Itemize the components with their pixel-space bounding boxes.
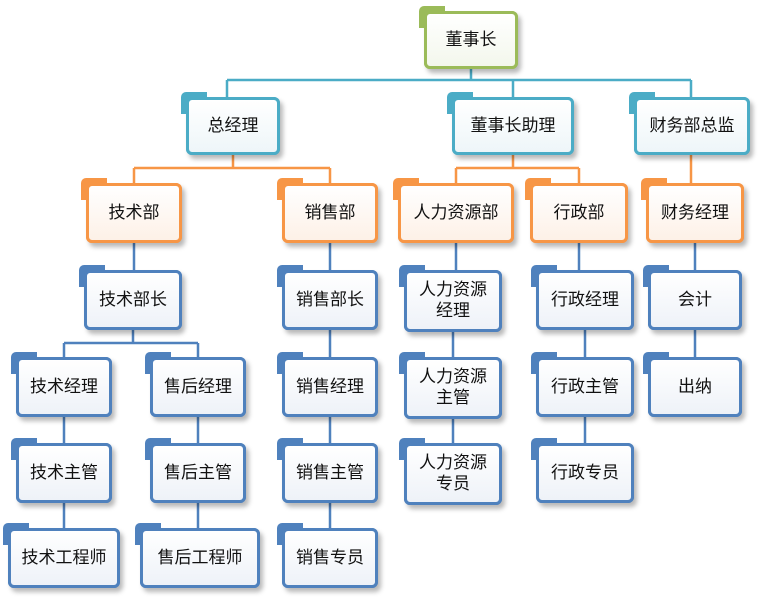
node-label: 行政专员 [551, 462, 619, 483]
node-hr-manager: 人力资源 经理 [399, 265, 502, 332]
node-label: 人力资源 专员 [419, 453, 487, 494]
connector-hr-chain [451, 243, 458, 443]
node-label: 销售主管 [296, 462, 364, 483]
node-label: 人力资源 经理 [419, 280, 487, 321]
node-tech-manager: 技术经理 [11, 352, 112, 417]
node-admin-manager: 行政经理 [531, 265, 634, 330]
node-label: 技术主管 [30, 462, 98, 483]
node-label: 行政主管 [551, 376, 619, 397]
node-label: 销售专员 [296, 547, 364, 568]
connector-assistant [454, 155, 581, 183]
node-aftersales-engineer: 售后工程师 [135, 523, 260, 588]
node-sales-dept: 销售部 [277, 178, 378, 243]
connector-chairman [225, 69, 693, 97]
node-label: 销售部长 [296, 289, 364, 310]
connector-tech-head [62, 330, 200, 357]
node-tech-head: 技术部长 [79, 265, 182, 330]
node-chairman: 董事长 [419, 6, 518, 69]
node-label: 人力资源部 [413, 202, 499, 223]
node-label: 人力资源 主管 [419, 367, 487, 408]
node-tech-supervisor: 技术主管 [11, 438, 112, 503]
node-admin-supervisor: 行政主管 [531, 352, 634, 417]
node-label: 行政经理 [551, 289, 619, 310]
node-label: 技术部 [108, 202, 160, 223]
node-label: 销售经理 [296, 376, 364, 397]
node-label: 董事长助理 [470, 115, 556, 136]
node-label: 财务部总监 [649, 115, 735, 136]
node-admin-specialist: 行政专员 [531, 438, 634, 503]
node-label: 会计 [678, 289, 712, 310]
node-sales-specialist: 销售专员 [277, 523, 378, 588]
node-aftersales-supervisor: 售后主管 [145, 438, 246, 503]
node-label: 技术经理 [30, 376, 98, 397]
node-accountant: 会计 [643, 265, 742, 330]
node-label: 行政部 [553, 202, 605, 223]
node-label: 财务经理 [661, 202, 729, 223]
node-label: 董事长 [445, 29, 497, 50]
node-chairman-assistant: 董事长助理 [447, 92, 574, 155]
node-label: 技术工程师 [21, 547, 107, 568]
node-sales-manager: 销售经理 [277, 352, 378, 417]
node-cashier: 出纳 [643, 352, 742, 417]
node-sales-supervisor: 销售主管 [277, 438, 378, 503]
node-label: 售后主管 [164, 462, 232, 483]
node-label: 销售部 [304, 202, 356, 223]
node-finance-manager: 财务经理 [641, 178, 744, 243]
node-finance-director: 财务部总监 [629, 92, 750, 155]
node-label: 售后工程师 [157, 547, 243, 568]
node-tech-dept: 技术部 [81, 178, 182, 243]
node-label: 技术部长 [99, 289, 167, 310]
node-label: 售后经理 [164, 376, 232, 397]
node-label: 出纳 [678, 376, 712, 397]
node-hr-dept: 人力资源部 [393, 178, 514, 243]
node-general-manager: 总经理 [181, 92, 280, 155]
node-hr-specialist: 人力资源 专员 [399, 438, 502, 505]
node-hr-supervisor: 人力资源 主管 [399, 352, 502, 419]
node-sales-head: 销售部长 [277, 265, 378, 330]
node-label: 总经理 [207, 115, 259, 136]
node-admin-dept: 行政部 [525, 178, 628, 243]
node-tech-engineer: 技术工程师 [3, 523, 120, 588]
node-aftersales-manager: 售后经理 [145, 352, 246, 417]
connector-general-manager [132, 155, 332, 183]
connector-admin-chain [577, 243, 587, 443]
